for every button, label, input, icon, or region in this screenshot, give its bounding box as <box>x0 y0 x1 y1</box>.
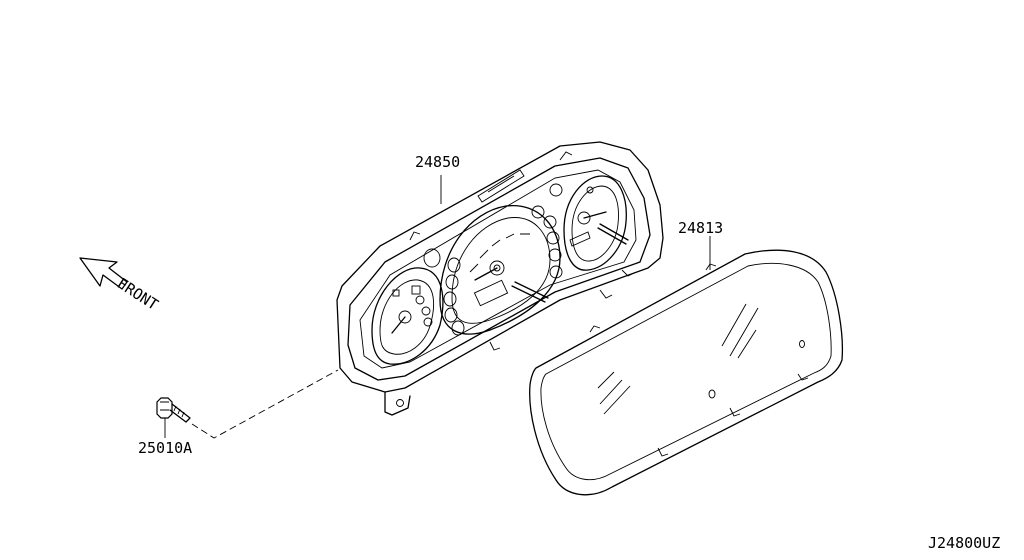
instrument-cluster <box>336 141 664 416</box>
right-gauge <box>563 175 629 271</box>
front-label: FRONT <box>114 274 162 314</box>
warning-lights-left <box>443 257 465 336</box>
install-line <box>191 369 339 439</box>
cluster-lens <box>529 249 844 496</box>
left-gauge <box>371 267 444 365</box>
figure-code: J24800UZ <box>928 534 1000 552</box>
screw <box>156 397 191 423</box>
part-label-25010A: 25010A <box>138 439 192 457</box>
part-label-24813: 24813 <box>678 219 723 237</box>
part-label-24850: 24850 <box>415 153 460 171</box>
front-arrow-icon <box>79 257 128 290</box>
warning-lights-right <box>531 183 563 279</box>
